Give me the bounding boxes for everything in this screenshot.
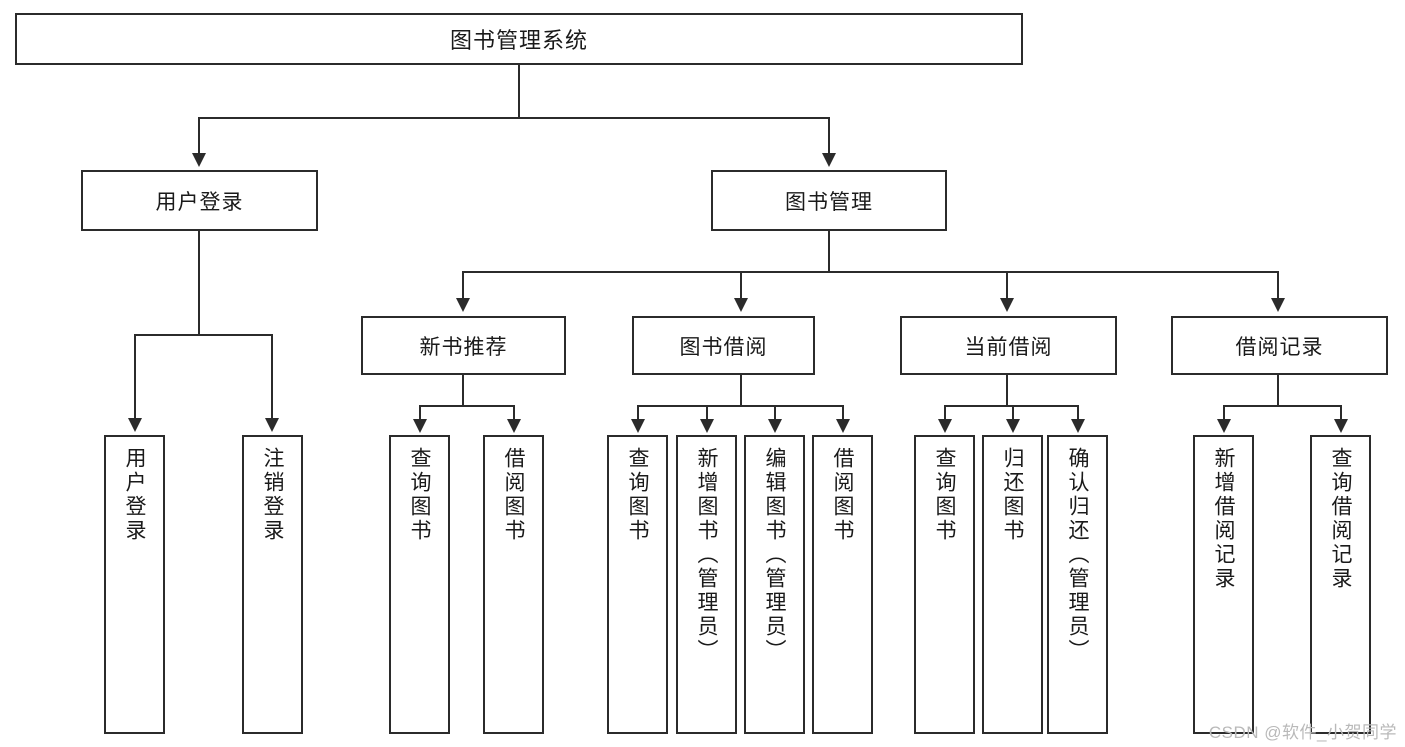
- arrow-book-borrow-leaf-3: [768, 419, 782, 433]
- connector-current-borrow-leaf-2: [1012, 405, 1014, 421]
- connector-book-borrow-leaf-1: [637, 405, 639, 421]
- arrow-current-borrow-leaf-1: [938, 419, 952, 433]
- connector-borrow-record-leaf-1: [1223, 405, 1225, 421]
- arrow-new-book-leaf-1: [413, 419, 427, 433]
- connector-to-new-book: [462, 271, 464, 299]
- node-label: 注销登录: [261, 447, 284, 543]
- arrow-to-new-book: [456, 298, 470, 312]
- connector-root-stem: [518, 65, 520, 118]
- connector-current-borrow-leaf-1: [944, 405, 946, 421]
- connector-to-book-management: [828, 117, 830, 155]
- node-label: 查询借阅记录: [1329, 447, 1352, 591]
- connector-book-borrow-bus: [637, 405, 843, 407]
- arrow-borrow-record-leaf-2: [1334, 419, 1348, 433]
- leaf-current-borrow-return[interactable]: 归还图书: [982, 435, 1043, 734]
- node-current-borrow[interactable]: 当前借阅: [900, 316, 1117, 375]
- node-label: 查询图书: [626, 447, 649, 543]
- node-borrow-record[interactable]: 借阅记录: [1171, 316, 1388, 375]
- connector-new-book-bus: [419, 405, 514, 407]
- connector-book-borrow-leaf-3: [774, 405, 776, 421]
- arrow-to-user-login: [192, 153, 206, 167]
- connector-current-borrow-stem: [1006, 375, 1008, 407]
- connector-current-borrow-leaf-3: [1077, 405, 1079, 421]
- node-book-borrow[interactable]: 图书借阅: [632, 316, 815, 375]
- arrow-current-borrow-leaf-2: [1006, 419, 1020, 433]
- node-root-book-management-system[interactable]: 图书管理系统: [15, 13, 1023, 65]
- connector-new-book-leaf-1: [419, 405, 421, 421]
- leaf-borrow-record-add[interactable]: 新增借阅记录: [1193, 435, 1254, 734]
- arrow-new-book-leaf-2: [507, 419, 521, 433]
- connector-to-current-borrow: [1006, 271, 1008, 299]
- connector-borrow-record-bus: [1223, 405, 1341, 407]
- arrow-user-login-leaf-2: [265, 418, 279, 432]
- node-label: 新书推荐: [419, 335, 508, 359]
- node-label: 图书管理: [785, 190, 873, 214]
- leaf-borrow-record-query[interactable]: 查询借阅记录: [1310, 435, 1371, 734]
- arrow-book-borrow-leaf-1: [631, 419, 645, 433]
- connector-user-login-bus: [134, 334, 273, 336]
- node-label: 归还图书: [1001, 447, 1024, 543]
- leaf-current-borrow-query[interactable]: 查询图书: [914, 435, 975, 734]
- leaf-book-borrow-add[interactable]: 新增图书（管理员）: [676, 435, 737, 734]
- node-label: 查询图书: [933, 447, 956, 543]
- node-label: 图书借阅: [679, 335, 768, 359]
- csdn-watermark: CSDN @软件_小贺同学: [1208, 723, 1397, 742]
- connector-level3-bus: [462, 271, 1279, 273]
- node-label: 借阅图书: [502, 447, 525, 543]
- arrow-to-current-borrow: [1000, 298, 1014, 312]
- connector-user-login-leaf-2: [271, 334, 273, 420]
- leaf-user-login-logout[interactable]: 注销登录: [242, 435, 303, 734]
- node-label: 借阅图书: [831, 447, 854, 543]
- arrow-to-borrow-record: [1271, 298, 1285, 312]
- arrow-book-borrow-leaf-2: [700, 419, 714, 433]
- arrow-book-borrow-leaf-4: [836, 419, 850, 433]
- connector-to-borrow-record: [1277, 271, 1279, 299]
- node-label: 新增图书（管理员）: [695, 447, 718, 663]
- node-label: 当前借阅: [964, 335, 1053, 359]
- connector-book-borrow-leaf-4: [842, 405, 844, 421]
- connector-book-borrow-stem: [740, 375, 742, 407]
- node-label: 确认归还（管理员）: [1066, 447, 1089, 663]
- connector-borrow-record-leaf-2: [1340, 405, 1342, 421]
- node-user-login[interactable]: 用户登录: [81, 170, 318, 231]
- node-new-book-recommend[interactable]: 新书推荐: [361, 316, 566, 375]
- node-label: 用户登录: [123, 447, 146, 543]
- leaf-book-borrow-borrow[interactable]: 借阅图书: [812, 435, 873, 734]
- leaf-current-borrow-confirm-return[interactable]: 确认归还（管理员）: [1047, 435, 1108, 734]
- leaf-book-borrow-query[interactable]: 查询图书: [607, 435, 668, 734]
- node-label: 查询图书: [408, 447, 431, 543]
- connector-user-login-leaf-1: [134, 334, 136, 420]
- connector-book-borrow-leaf-2: [706, 405, 708, 421]
- arrow-current-borrow-leaf-3: [1071, 419, 1085, 433]
- connector-user-login-stem: [198, 231, 200, 335]
- node-label: 借阅记录: [1235, 335, 1324, 359]
- connector-borrow-record-stem: [1277, 375, 1279, 407]
- node-label: 图书管理系统: [449, 28, 588, 53]
- connector-to-user-login: [198, 117, 200, 155]
- connector-current-borrow-bus: [944, 405, 1078, 407]
- connector-new-book-leaf-2: [513, 405, 515, 421]
- leaf-book-borrow-edit[interactable]: 编辑图书（管理员）: [744, 435, 805, 734]
- leaf-new-book-query[interactable]: 查询图书: [389, 435, 450, 734]
- leaf-new-book-borrow[interactable]: 借阅图书: [483, 435, 544, 734]
- node-label: 用户登录: [155, 190, 244, 214]
- node-label: 新增借阅记录: [1212, 447, 1235, 591]
- arrow-to-book-borrow: [734, 298, 748, 312]
- connector-level2-bus: [198, 117, 830, 119]
- arrow-borrow-record-leaf-1: [1217, 419, 1231, 433]
- connector-book-management-stem: [828, 231, 830, 273]
- connector-to-book-borrow: [740, 271, 742, 299]
- leaf-user-login-login[interactable]: 用户登录: [104, 435, 165, 734]
- connector-new-book-stem: [462, 375, 464, 407]
- node-label: 编辑图书（管理员）: [763, 447, 786, 663]
- arrow-user-login-leaf-1: [128, 418, 142, 432]
- node-book-management[interactable]: 图书管理: [711, 170, 947, 231]
- arrow-to-book-management: [822, 153, 836, 167]
